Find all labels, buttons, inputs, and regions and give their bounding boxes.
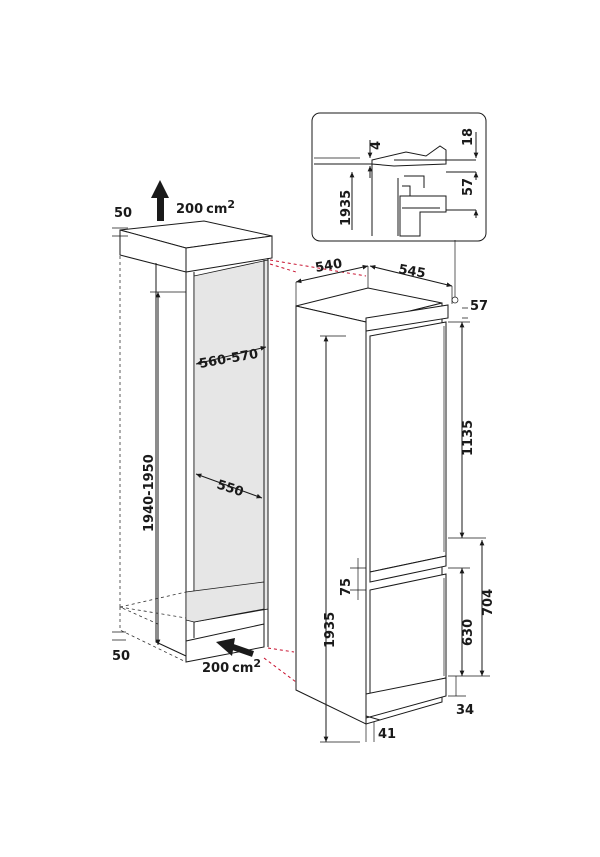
appliance-depth-label: 545 bbox=[397, 262, 426, 281]
foot-offset-label: 41 bbox=[378, 727, 396, 742]
appliance-height-label: 1935 bbox=[323, 612, 338, 648]
bottom-clearance-label: 50 bbox=[112, 649, 130, 664]
detail-edge-lower-label: 57 bbox=[461, 178, 476, 196]
vent-arrow-top bbox=[151, 180, 169, 221]
top-clearance-label: 50 bbox=[114, 206, 132, 221]
vent-arrow-bottom bbox=[216, 638, 254, 657]
top-offset-label: 57 bbox=[470, 299, 488, 314]
door-gap-label: 75 bbox=[339, 578, 354, 596]
niche-floor bbox=[185, 581, 265, 623]
detail-edge-top-label: 18 bbox=[461, 128, 476, 146]
detail-gap-top-label: 4 bbox=[369, 141, 384, 150]
appliance bbox=[295, 287, 449, 725]
plinth-height-label: 34 bbox=[456, 703, 474, 718]
detail-inset bbox=[311, 112, 487, 242]
freezer-height-label: 704 bbox=[481, 589, 496, 616]
fridge-door-height-label: 1135 bbox=[461, 420, 476, 456]
fridge-door bbox=[369, 321, 447, 573]
niche-height-label: 1940-1950 bbox=[142, 454, 157, 532]
niche-back-wall bbox=[193, 259, 269, 623]
detail-height-label: 1935 bbox=[339, 190, 354, 226]
freezer-door-height-label: 630 bbox=[461, 619, 476, 646]
freezer-door bbox=[369, 573, 447, 695]
niche-cabinet bbox=[119, 220, 273, 663]
appliance-width-label: 540 bbox=[314, 256, 343, 275]
